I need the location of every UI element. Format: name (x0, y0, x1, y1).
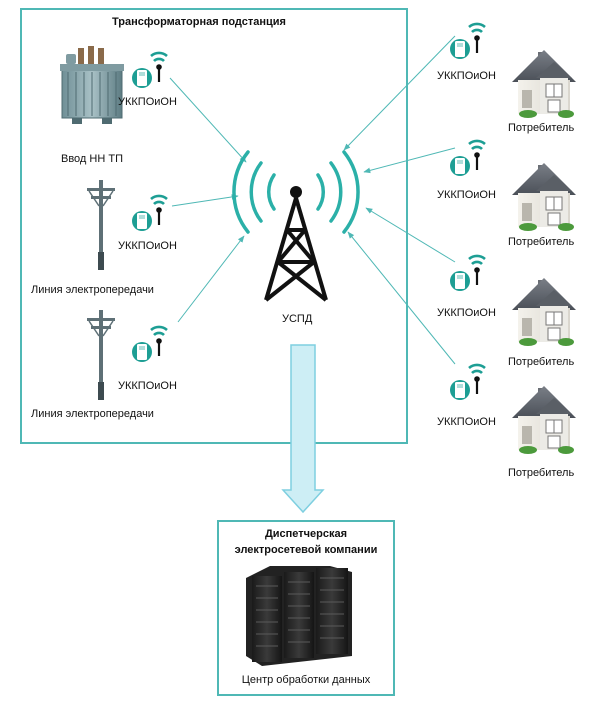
meter-icon-consumer-2 (448, 139, 487, 178)
connection-arrows (169, 35, 456, 365)
substation-title: Трансформаторная подстанция (112, 16, 286, 28)
substation-frame (20, 8, 408, 444)
meter-label: УККПОиОН (118, 380, 177, 392)
meter-icon-consumer-3 (448, 254, 487, 293)
consumer-label: Потребитель (508, 356, 575, 368)
house-icon-1 (511, 49, 577, 119)
line1-label: Линия электропередачи (31, 284, 154, 296)
server-racks-icon (246, 566, 352, 666)
transformer-label: Ввод НН ТП (61, 153, 123, 165)
meter-label: УККПОиОН (437, 307, 496, 319)
dispatch-frame (217, 520, 395, 696)
meter-label: УККПОиОН (437, 70, 496, 82)
power-pole-icon-2 (86, 309, 116, 401)
consumer-label: Потребитель (508, 467, 575, 479)
meter-label: УККПОиОН (118, 240, 177, 252)
meter-icon-consumer-4 (448, 363, 487, 402)
transformer-icon (60, 46, 124, 124)
meter-label: УККПОиОН (437, 416, 496, 428)
consumer-label: Потребитель (508, 122, 575, 134)
meter-icon-line-1 (130, 194, 169, 233)
tower-label: УСПД (282, 313, 313, 325)
house-icon-2 (511, 162, 577, 232)
meter-icon-line-2 (130, 325, 169, 364)
meter-icon-consumer-1 (448, 22, 487, 61)
line2-label: Линия электропередачи (31, 408, 154, 420)
dispatch-title-line1: Диспетчерская (264, 528, 348, 540)
power-pole-icon-1 (86, 179, 116, 271)
tower-icon (232, 150, 360, 302)
dispatch-title-line2: электросетевой компании (234, 544, 378, 556)
consumer-label: Потребитель (508, 236, 575, 248)
house-icon-3 (511, 277, 577, 347)
house-icon-4 (511, 385, 577, 455)
down-arrow (281, 344, 325, 514)
meter-label: УККПОиОН (437, 189, 496, 201)
meter-icon-transformer (130, 51, 169, 90)
meter-label: УККПОиОН (118, 96, 177, 108)
datacenter-label: Центр обработки данных (241, 674, 371, 686)
